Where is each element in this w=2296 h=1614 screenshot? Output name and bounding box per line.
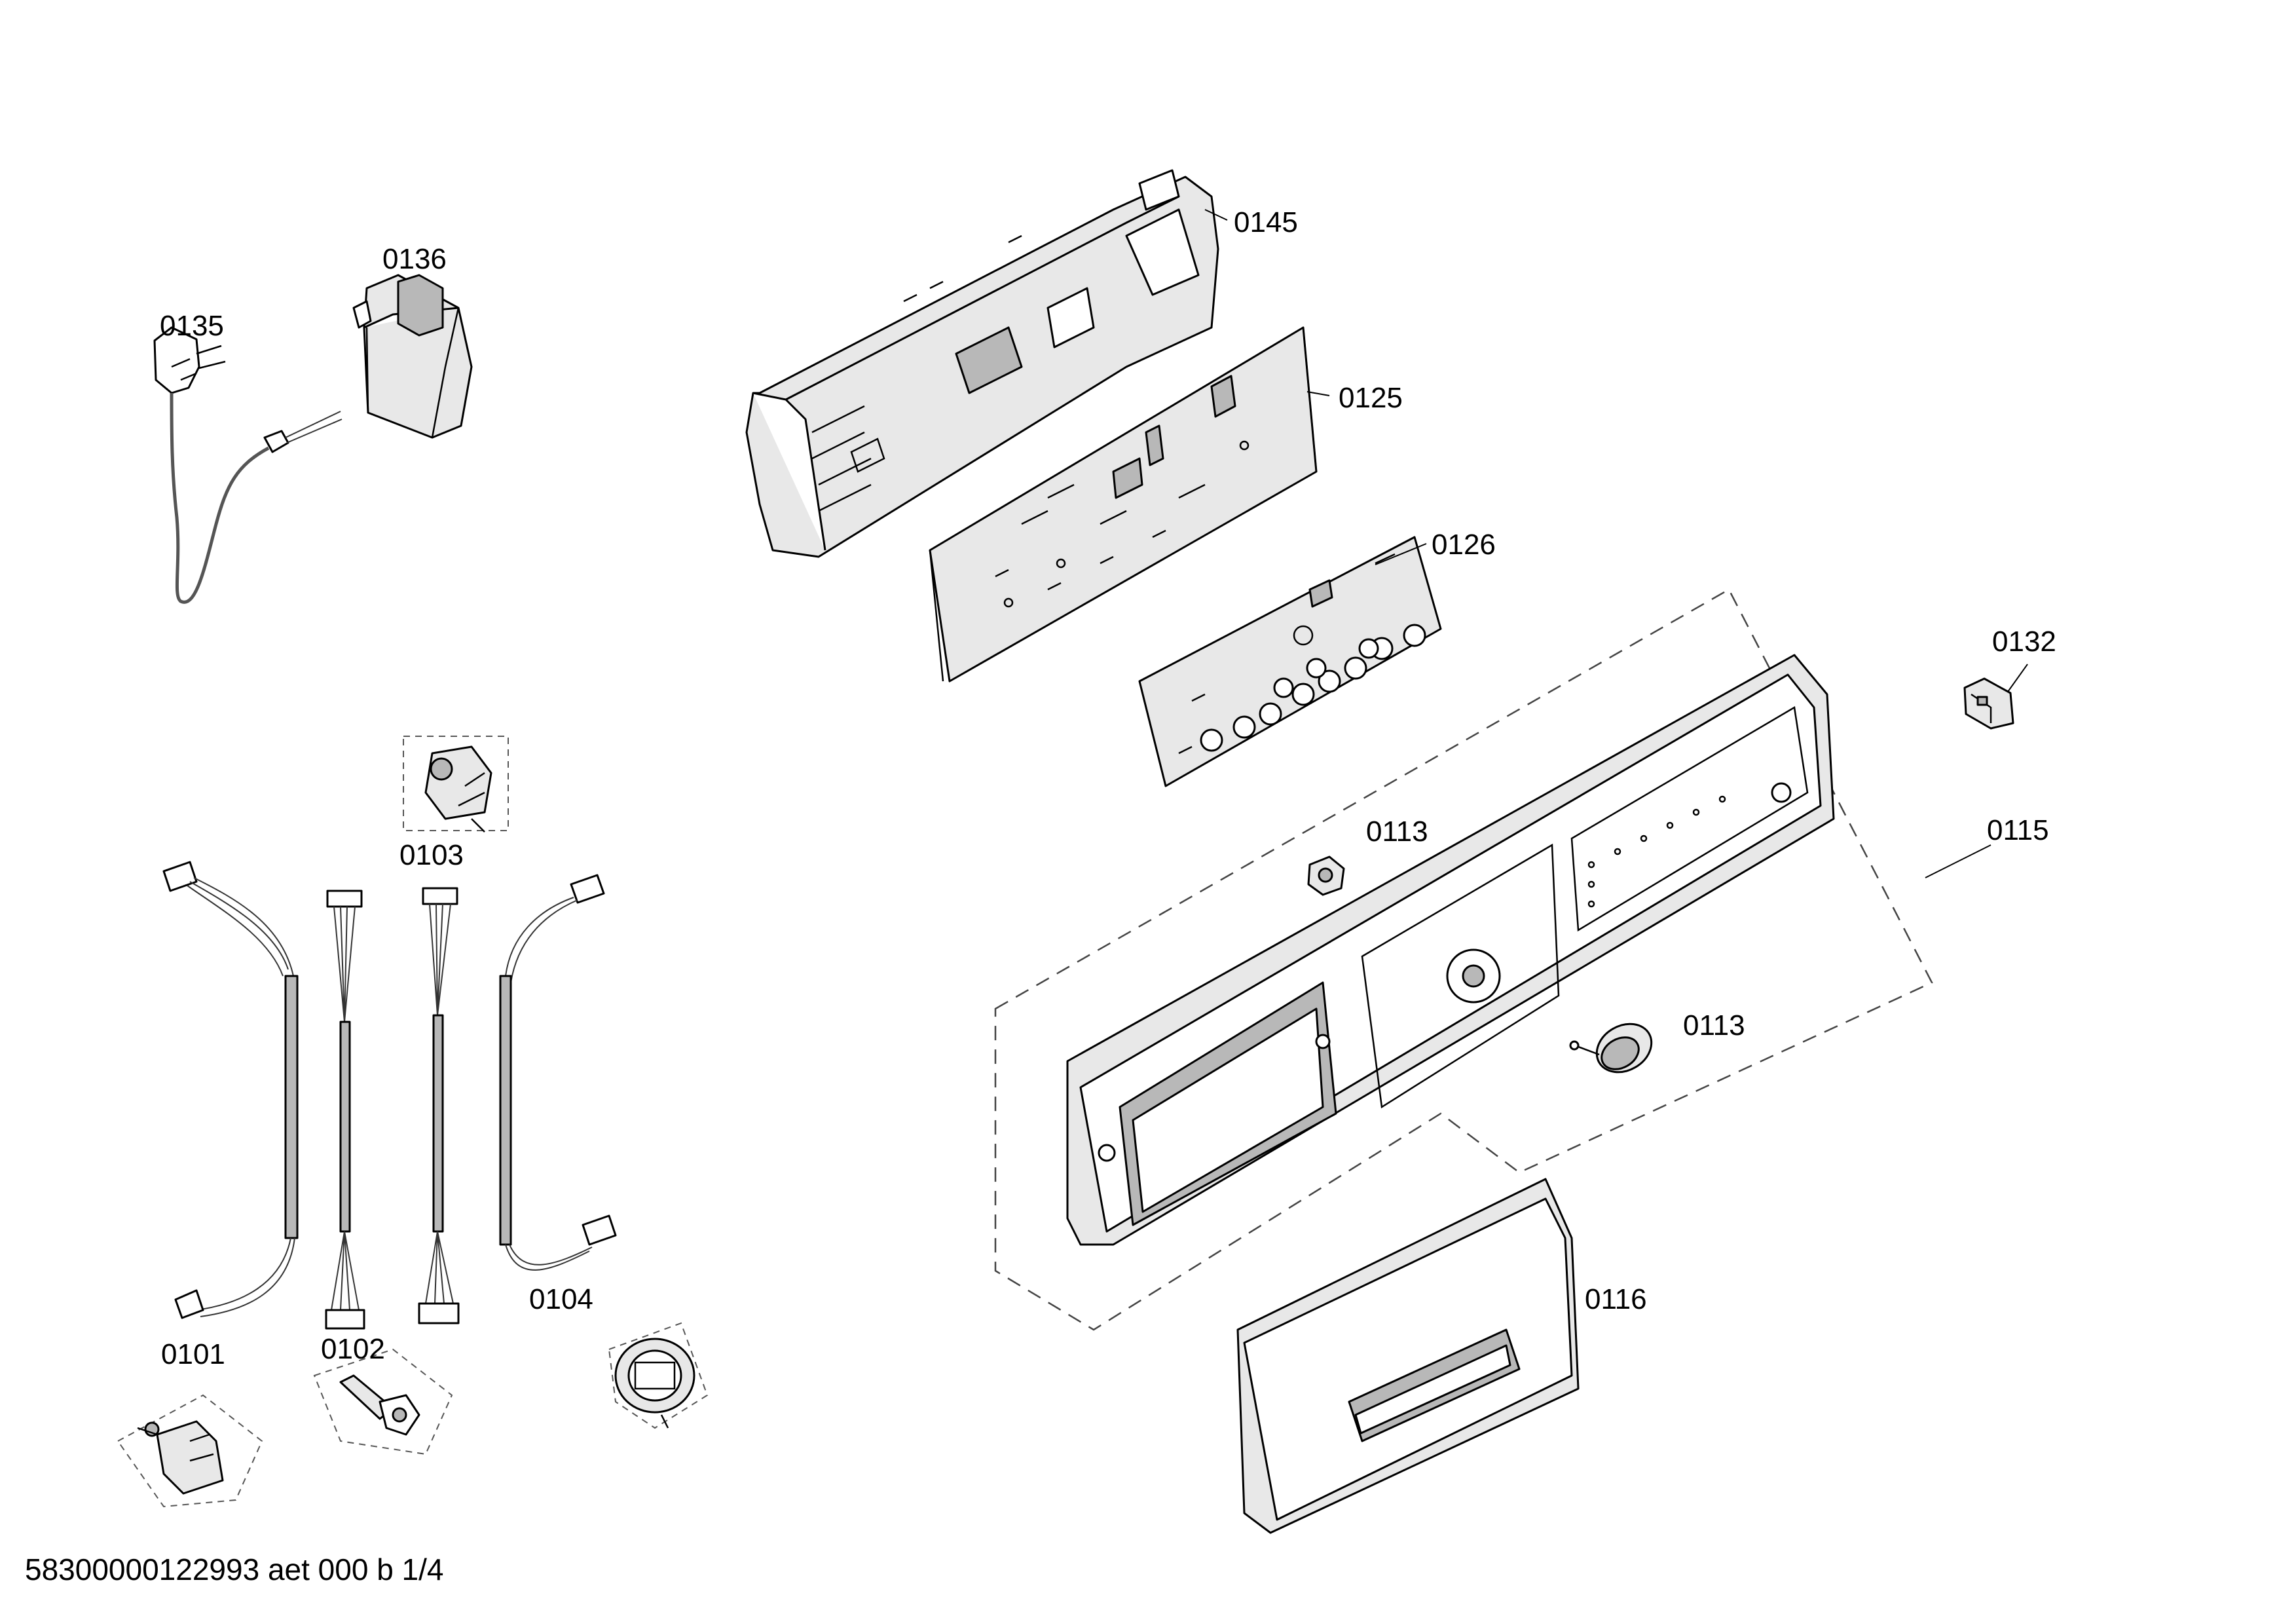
label-0103: 0103: [399, 839, 464, 871]
part-0125-main-circuit-board: [929, 326, 1330, 683]
label-0136: 0136: [382, 243, 447, 275]
part-0135-power-cord: [153, 326, 343, 604]
part-0132-clip: [1963, 664, 2028, 730]
knob-encoder-row: [1200, 624, 1426, 752]
group-boundary-dashed: [994, 588, 1933, 1331]
label-0115: 0115: [1987, 814, 2049, 846]
part-0103-sensor: [403, 736, 509, 833]
label-0101: 0101: [161, 1338, 225, 1370]
label-0145: 0145: [1234, 206, 1298, 238]
part-0116-drawer-front: [1236, 1178, 1580, 1534]
part-0145-control-housing: [745, 169, 1228, 558]
part-0104a-wire-harness: [418, 887, 460, 1324]
part-0102-wire-harness: [325, 890, 365, 1330]
label-0132: 0132: [1992, 626, 2056, 658]
part-0104-program-switch: [608, 1322, 709, 1429]
label-0102: 0102: [321, 1333, 385, 1365]
part-0102-sensor: [313, 1348, 453, 1455]
label-0135: 0135: [160, 310, 224, 342]
indicator-led-dots: [1587, 795, 1726, 908]
label-0125: 0125: [1339, 382, 1403, 414]
label-0104: 0104: [529, 1283, 593, 1315]
part-0126-display-circuit-board: [1138, 536, 1442, 787]
part-0136-interference-filter: [352, 274, 473, 439]
label-0126: 0126: [1432, 529, 1496, 561]
part-0113-knob-large: [1569, 1023, 1653, 1074]
part-0113-knob-small: [1307, 855, 1345, 896]
label-0113-large: 0113: [1683, 1009, 1745, 1042]
document-code-footer: 58300000122993 aet 000 b 1/4: [25, 1552, 444, 1586]
label-0116: 0116: [1585, 1283, 1647, 1315]
label-0113-small: 0113: [1366, 816, 1428, 848]
part-0104b-wire-harness: [499, 874, 617, 1271]
part-0101-valve: [117, 1394, 263, 1508]
part-0101-wire-harness: [162, 861, 299, 1319]
part-0115-fascia-panel: [994, 588, 1991, 1331]
